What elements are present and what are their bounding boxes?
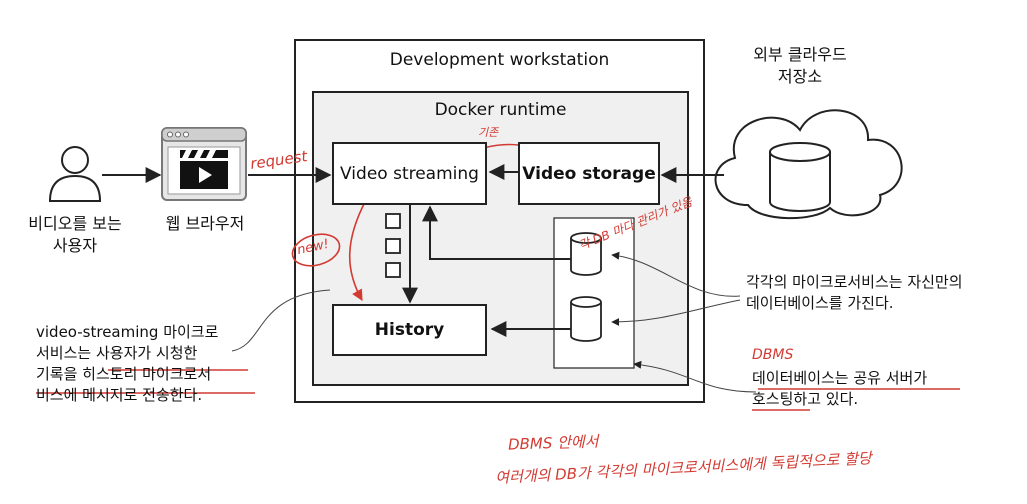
note-left-line-2: 서비스는 사용자가 시청한: [36, 344, 198, 362]
handwriting-bottom-line-1: DBMS 안에서: [507, 432, 599, 454]
cloud-label-line-2: 저장소: [777, 67, 823, 86]
user-label-line-2: 사용자: [52, 236, 98, 255]
cloud-storage-cylinder-icon: [769, 142, 831, 212]
user-label: 비디오를 보는 사용자: [4, 213, 146, 257]
database-cylinder-icon-2: [570, 296, 602, 342]
browser-label: 웹 브라우저: [165, 214, 245, 233]
annotation-curve-new: [348, 199, 367, 301]
note-left-line-4: 비스에 메시지로 전송한다.: [36, 386, 203, 404]
handwriting-dbms: DBMS: [752, 347, 794, 363]
note-right-bottom: 데이터베이스는 공유 서버가 호스팅하고 있다.: [752, 368, 1002, 410]
note-left-line-3: 기록을 히스토리 마이크로서: [36, 365, 212, 383]
note-left-line-1: video-streaming 마이크로: [36, 323, 219, 341]
message-queue-icon: [385, 213, 401, 278]
annotation-new-circle: [291, 233, 341, 267]
connector-db1: [611, 251, 741, 297]
note-right-top: 각각의 마이크로서비스는 자신만의 데이터베이스를 가진다.: [746, 272, 1016, 314]
cloud-label-line-1: 외부 클라우드: [753, 45, 847, 64]
video-streaming-box: Video streaming: [332, 142, 487, 205]
user-label-line-1: 비디오를 보는: [28, 214, 122, 233]
note-right-bottom-line-2: 호스팅하고 있다.: [752, 390, 859, 408]
database-cylinder-icon-1: [570, 232, 602, 276]
handwriting-label-top: 기존: [478, 126, 499, 139]
cloud-label: 외부 클라우드 저장소: [740, 44, 860, 88]
note-right-top-line-2: 데이터베이스를 가진다.: [746, 294, 894, 312]
note-right-bottom-line-1: 데이터베이스는 공유 서버가: [752, 369, 928, 387]
docker-runtime-title: Docker runtime: [434, 100, 567, 120]
connector-dbms: [633, 360, 757, 393]
workstation-title: Development workstation: [389, 50, 610, 70]
browser-icon: [161, 127, 247, 201]
note-right-top-line-1: 각각의 마이크로서비스는 자신만의: [746, 273, 963, 291]
history-box: History: [332, 304, 487, 356]
video-storage-box: Video storage: [518, 142, 660, 205]
connector-db2: [611, 299, 741, 326]
user-icon: [48, 146, 102, 202]
arrow-db1-streaming: [422, 205, 571, 260]
note-left: video-streaming 마이크로 서비스는 사용자가 시청한 기록을 히…: [36, 322, 276, 406]
connector-left-note: [231, 289, 331, 352]
